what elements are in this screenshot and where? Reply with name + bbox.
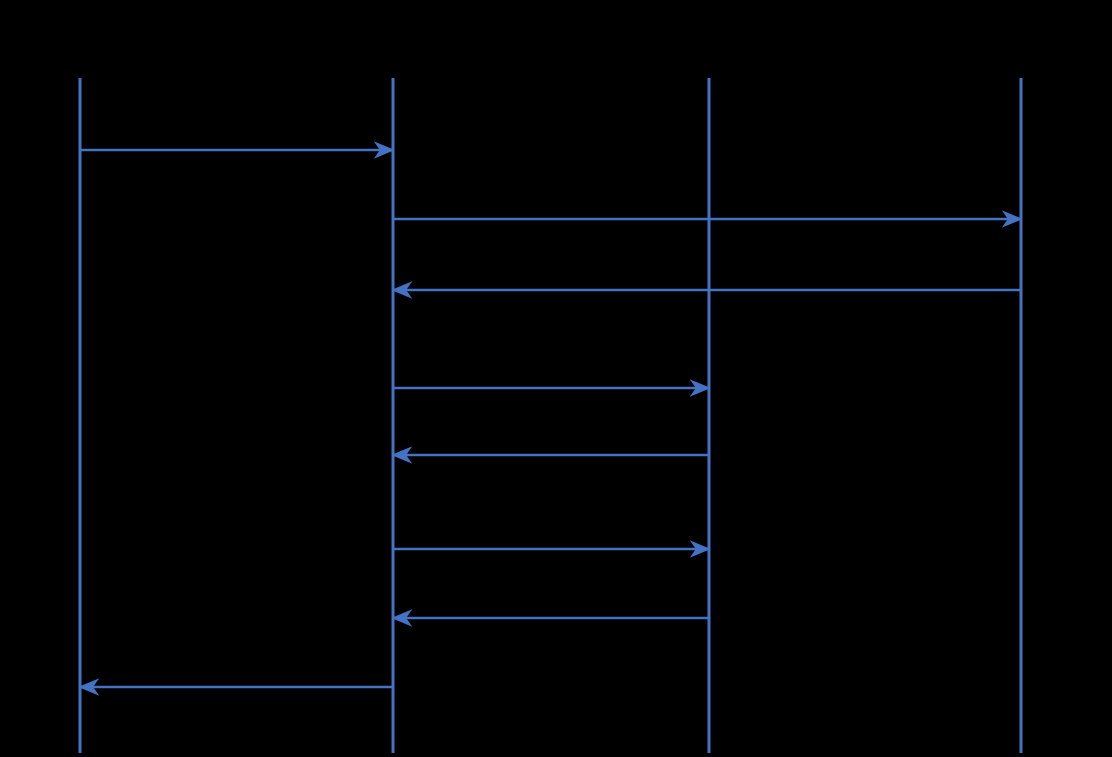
messages-group	[78, 141, 1023, 696]
lifelines-group	[78, 78, 1023, 753]
